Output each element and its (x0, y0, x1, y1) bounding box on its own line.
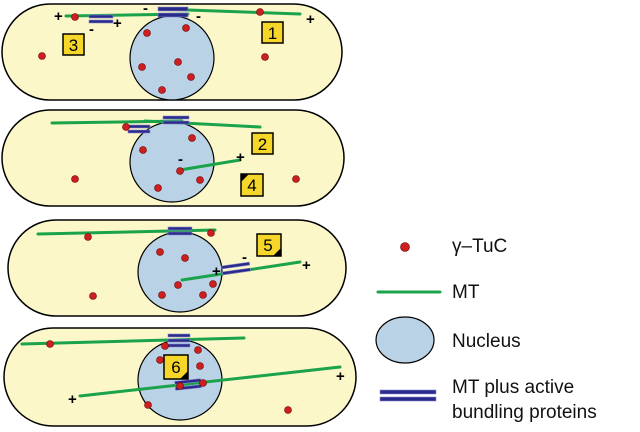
cell-3-mt-top (36, 228, 217, 236)
plus-end: + (212, 263, 221, 280)
cell-4-gtuc (46, 340, 54, 348)
cell-2-mt-inner (178, 158, 242, 172)
cell-3-gtuc (156, 248, 164, 256)
svg-text:3: 3 (69, 36, 78, 55)
cell-4-nucleus (137, 339, 223, 421)
cell-1-gtuc (182, 24, 190, 32)
cell-4-gtuc (284, 406, 292, 414)
cell-2: - + 2 4 (1, 109, 345, 207)
cell-2-gtuc (196, 176, 204, 184)
legend-bundler-label-2: bundling proteins (452, 402, 597, 423)
cell-2-gtuc (176, 167, 184, 175)
cell-1-gtuc (174, 58, 182, 66)
cell-4-gtuc (144, 401, 152, 409)
cell-1-gtuc (71, 13, 79, 21)
minus-end: - (178, 151, 183, 168)
badge-5: 5 (256, 233, 282, 257)
bundler-icon (379, 389, 437, 402)
cell-2-gtuc (139, 146, 147, 154)
cell-1-gtuc (158, 86, 166, 94)
svg-text:5: 5 (263, 236, 272, 255)
cell-4: + + 6 (3, 327, 357, 427)
legend: γ–TuC MT Nucleus MT plus active bundling… (375, 236, 597, 423)
badge-2: 2 (251, 132, 274, 155)
cell-4-gtuc (199, 379, 207, 387)
legend-mt-label: MT (452, 282, 480, 303)
cell-4-bundler-top (167, 333, 191, 348)
cell-3-gtuc (174, 281, 182, 289)
cell-4-mt-top (20, 336, 246, 346)
cell-2-gtuc (292, 175, 300, 183)
cell-4-gtuc (196, 362, 204, 370)
cell-3-gtuc (207, 229, 215, 237)
cell-1: + + + - - - 3 1 (1, 0, 343, 101)
cell-2-gtuc (122, 123, 130, 131)
cell-4-gtuc (161, 342, 169, 350)
cell-1-gtuc (38, 52, 46, 60)
cell-2-gtuc (154, 184, 162, 192)
badge-6: 6 (163, 354, 189, 380)
cell-1-gtuc (261, 53, 269, 61)
cell-4-mt-long (78, 365, 342, 398)
cell-4-gtuc (176, 382, 184, 390)
cell-1-gtuc (256, 8, 264, 16)
svg-text:1: 1 (268, 24, 277, 43)
cell-3-gtuc (89, 292, 97, 300)
legend-gtuc: γ–TuC (400, 236, 507, 257)
plus-end: + (336, 368, 345, 385)
badge-1: 1 (261, 21, 284, 44)
legend-gtuc-label: γ–TuC (452, 236, 507, 257)
plus-end: + (54, 8, 63, 25)
badge-4: 4 (240, 173, 264, 197)
cell-3-gtuc (181, 254, 189, 262)
legend-bundler: MT plus active bundling proteins (379, 377, 597, 423)
cell-1-gtuc (143, 29, 151, 37)
plus-end: + (236, 149, 245, 166)
minus-end: - (242, 249, 247, 266)
gtuc-icon (400, 242, 410, 252)
legend-bundler-label-1: MT plus active (452, 377, 574, 398)
cell-3-gtuc (209, 280, 217, 288)
cell-1-bundler-left (88, 14, 114, 24)
minus-end: - (89, 21, 94, 38)
cell-1-gtuc (187, 73, 195, 81)
cell-1-nucleus (129, 15, 215, 101)
cell-3-gtuc (199, 291, 207, 299)
cell-3-nucleus (137, 231, 223, 313)
plus-end: + (306, 11, 315, 28)
svg-text:2: 2 (258, 135, 267, 154)
cell-1-gtuc (138, 63, 146, 71)
plus-end: + (302, 257, 311, 274)
cell-3-bundler-inner (221, 261, 251, 276)
cell-3-gtuc (84, 233, 92, 241)
legend-mt: MT (376, 282, 480, 303)
cell-2-gtuc (188, 134, 196, 142)
minus-end: - (196, 8, 201, 25)
svg-text:6: 6 (171, 358, 180, 377)
cell-4-gtuc (194, 346, 202, 354)
plus-end: + (113, 15, 122, 32)
plus-end: + (68, 391, 77, 408)
cell-3-bundler-top (167, 226, 193, 236)
nucleus-icon (375, 316, 435, 364)
cell-2-bundler (127, 115, 190, 134)
cell-2-gtuc (71, 175, 79, 183)
cell-3-gtuc (158, 291, 166, 299)
legend-nucleus: Nucleus (375, 316, 521, 364)
cell-2-nucleus (129, 121, 215, 203)
badge-3: 3 (62, 33, 85, 56)
minus-end: - (143, 0, 148, 17)
cell-1-bundler-center (157, 6, 189, 18)
cell-4-gtuc (156, 356, 164, 364)
cell-3: + - + 5 (7, 219, 347, 317)
legend-nucleus-label: Nucleus (452, 331, 521, 352)
svg-text:4: 4 (247, 176, 256, 195)
